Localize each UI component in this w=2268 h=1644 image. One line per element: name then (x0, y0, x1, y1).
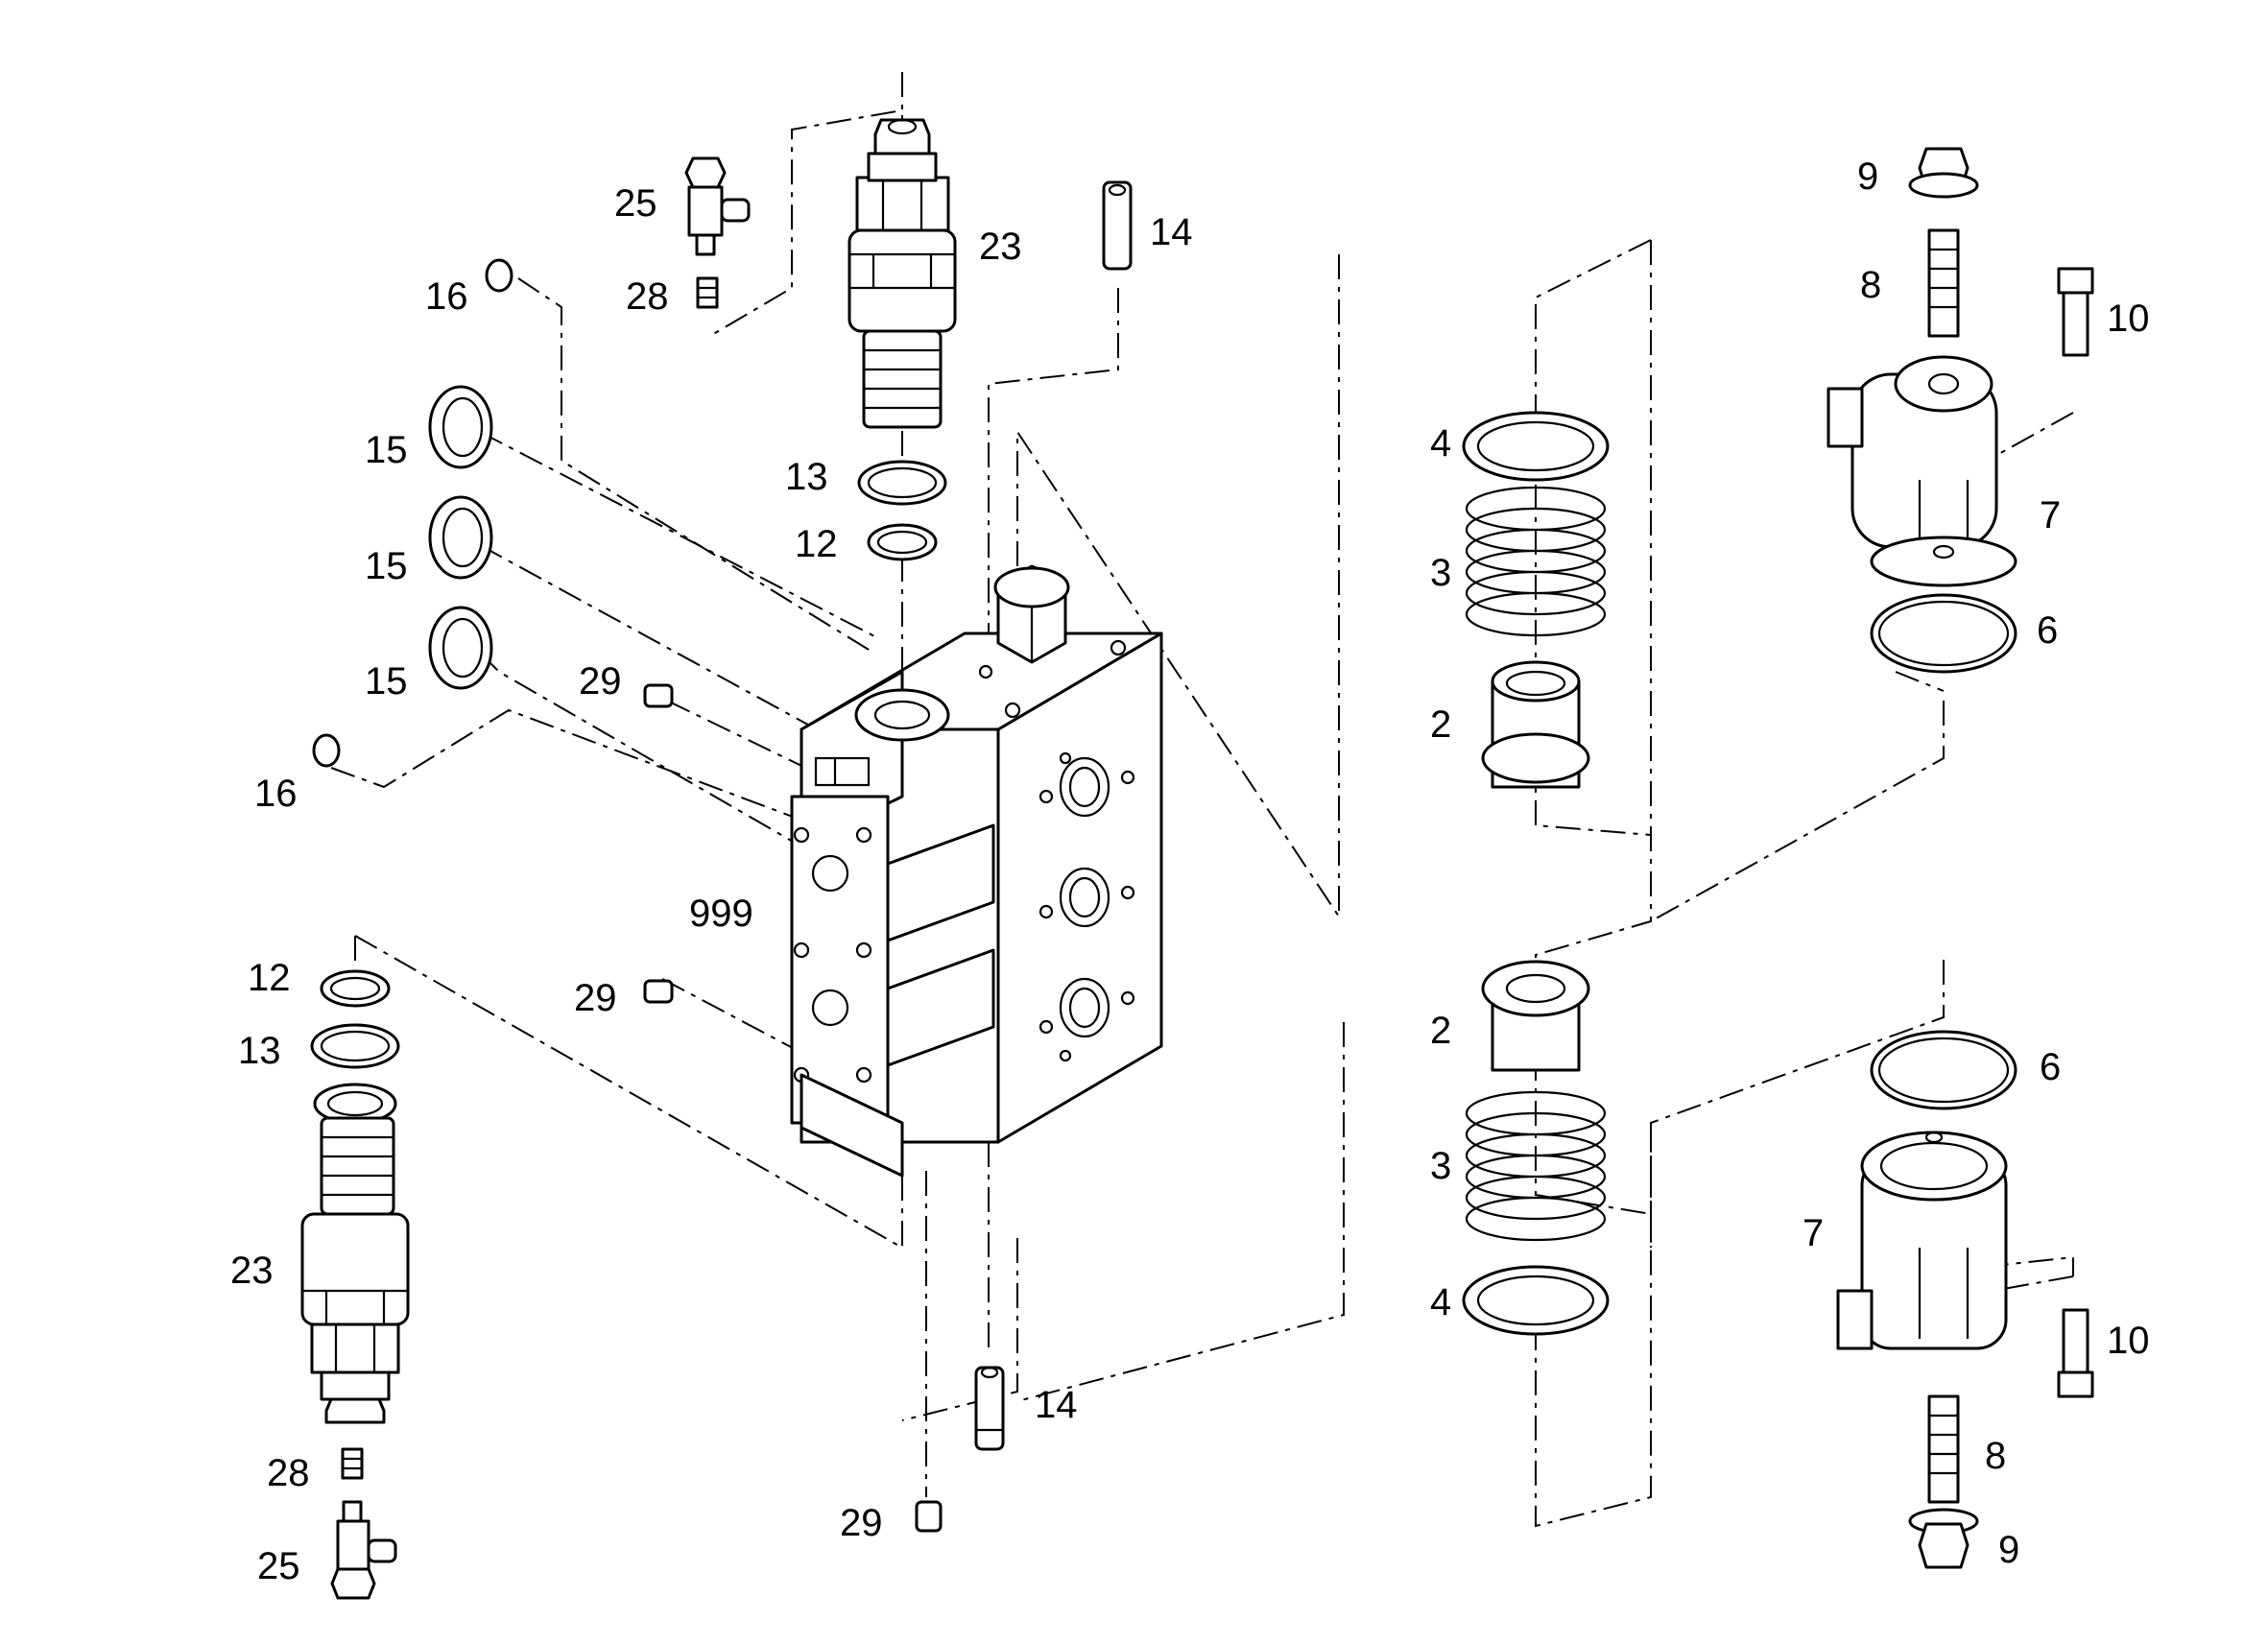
label-29-a: 29 (579, 660, 622, 703)
label-9-bottom: 9 (1998, 1529, 2019, 1571)
label-25-top: 25 (614, 182, 657, 225)
label-2-top: 2 (1430, 703, 1451, 746)
spring-seats (1481, 660, 1590, 1072)
fasteners (341, 147, 2094, 1569)
label-15-a: 15 (365, 429, 408, 471)
callout-labels: 9 8 10 7 6 25 28 23 14 16 15 15 15 13 12… (230, 155, 2150, 1587)
label-29-c: 29 (840, 1502, 883, 1544)
relief-valve-bottom (300, 1083, 410, 1424)
label-8-bottom: 8 (1985, 1435, 2006, 1477)
label-7-top: 7 (2040, 494, 2061, 536)
label-3-top: 3 (1430, 552, 1451, 594)
label-6-bottom: 6 (2040, 1046, 2061, 1088)
relief-valve-top (848, 118, 957, 429)
label-13-bottom: 13 (238, 1030, 281, 1072)
label-25-bottom: 25 (257, 1545, 300, 1587)
label-3-bottom: 3 (1430, 1145, 1451, 1187)
bleed-fittings (330, 156, 751, 1600)
label-15-c: 15 (365, 660, 408, 703)
label-15-b: 15 (365, 545, 408, 587)
label-4-bottom: 4 (1430, 1281, 1451, 1323)
label-14-bottom: 14 (1035, 1384, 1078, 1426)
label-10-bottom: 10 (2107, 1320, 2150, 1362)
label-9-top: 9 (1857, 155, 1878, 198)
label-8-top: 8 (1860, 264, 1881, 306)
label-10-top: 10 (2107, 298, 2150, 340)
label-2-bottom: 2 (1430, 1010, 1451, 1052)
leader-lines (330, 72, 2074, 1528)
label-23-top: 23 (979, 226, 1022, 268)
label-12-top: 12 (795, 523, 838, 565)
seals (310, 258, 2017, 1336)
label-4-top: 4 (1430, 422, 1451, 465)
label-23-bottom: 23 (230, 1250, 274, 1292)
label-7-bottom: 7 (1802, 1212, 1824, 1254)
label-29-b: 29 (574, 977, 617, 1019)
valve-body (790, 564, 1163, 1178)
end-caps (1826, 355, 2017, 1350)
label-6-top: 6 (2037, 609, 2058, 652)
label-28-bottom: 28 (267, 1452, 310, 1494)
label-12-bottom: 12 (248, 957, 291, 999)
label-16-bottom: 16 (254, 773, 298, 815)
label-13-top: 13 (785, 456, 828, 498)
label-14-top: 14 (1150, 211, 1193, 253)
label-28-top: 28 (626, 275, 669, 318)
label-999: 999 (689, 893, 753, 935)
label-16-top: 16 (425, 275, 468, 318)
springs (1465, 486, 1607, 1242)
